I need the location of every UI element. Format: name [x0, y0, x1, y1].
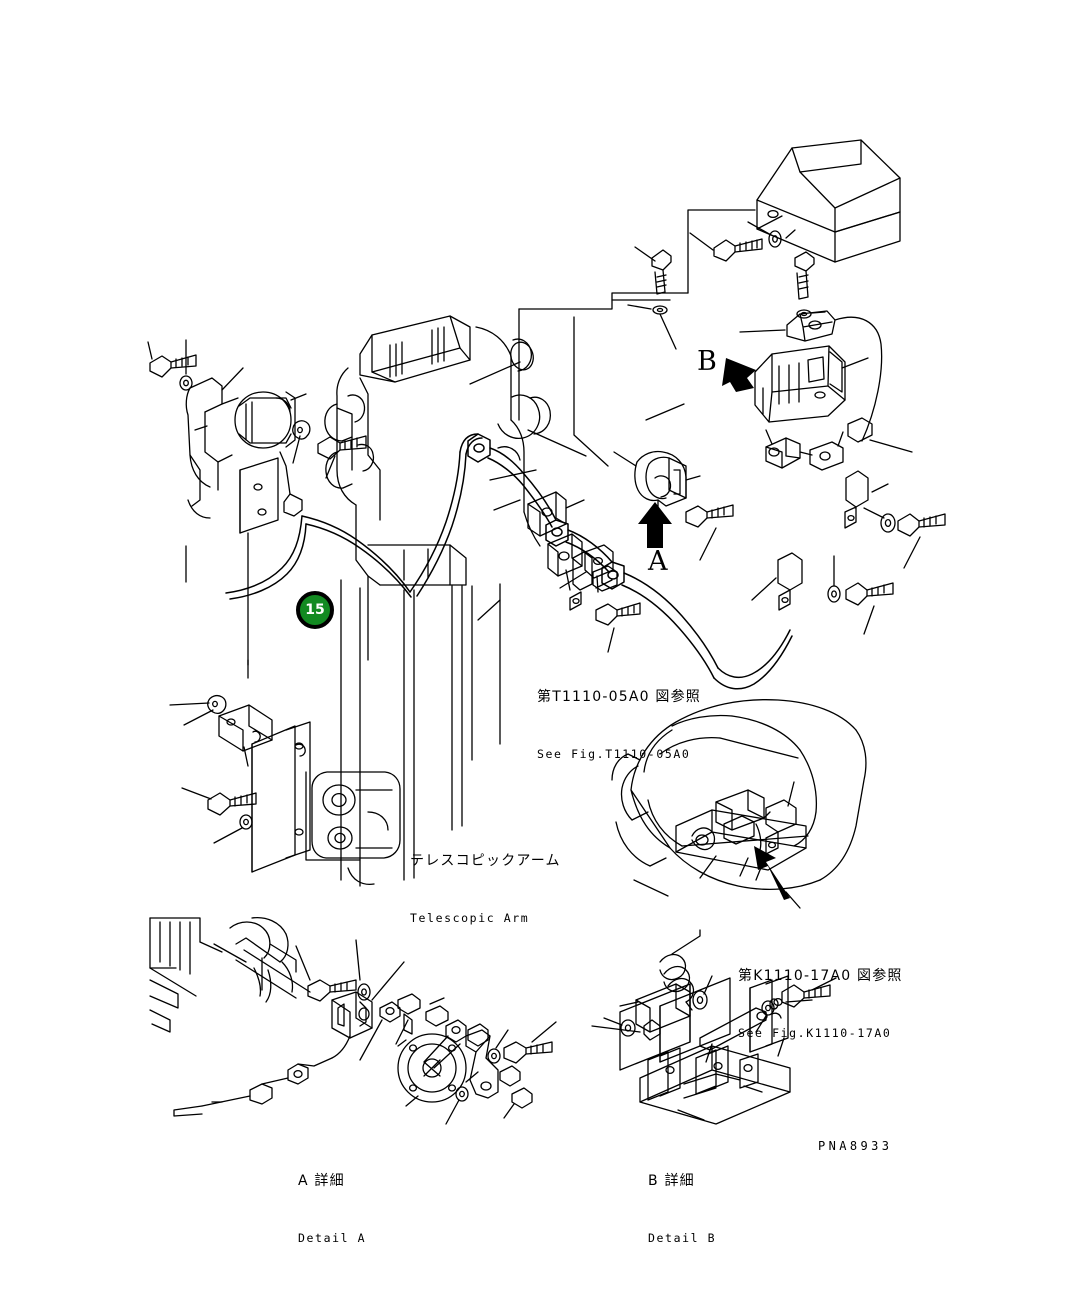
hood-cowl-assembly [611, 699, 867, 897]
label-detail-a: A 詳細 Detail A [298, 1133, 366, 1285]
lower-left-plate-assembly [169, 695, 311, 873]
label-see-fig-t1110: 第T1110-05A0 図参照 See Fig.T1110-05A0 [537, 649, 701, 801]
label-detail-b-jp: B 詳細 [648, 1173, 695, 1189]
cover-box-assembly [756, 139, 901, 263]
label-detail-a-jp: A 詳細 [298, 1173, 345, 1189]
fastener-group-top-right [627, 221, 826, 350]
reference-frame-lines [518, 209, 756, 467]
main-arm-housing [305, 315, 551, 887]
label-telescopic-arm-jp: テレスコピックアーム [410, 853, 561, 869]
section-marker-b: B [697, 346, 717, 377]
label-see-fig-k1110: 第K1110-17A0 図参照 See Fig.K1110-17A0 [738, 928, 903, 1080]
label-see-fig-k1110-en: See Fig.K1110-17A0 [738, 1025, 892, 1040]
detail-b-assembly [591, 929, 837, 1125]
left-bracket-assembly [147, 339, 367, 666]
callout-badge-15[interactable]: 15 [296, 591, 334, 629]
leader-lines [185, 361, 913, 679]
cable-clamp-upper-right [739, 310, 883, 442]
label-detail-a-en: Detail A [298, 1230, 367, 1245]
drawing-number: PNA8933 [818, 1139, 893, 1153]
section-arrow-a [638, 502, 672, 548]
label-detail-b-en: Detail B [648, 1230, 717, 1245]
label-see-fig-t1110-jp: 第T1110-05A0 図参照 [537, 689, 701, 705]
label-telescopic-arm-en: Telescopic Arm [410, 910, 530, 925]
right-cable-clamps [751, 417, 946, 635]
label-see-fig-t1110-en: See Fig.T1110-05A0 [537, 746, 691, 761]
connector-block-b [754, 345, 869, 423]
section-arrow-b [722, 358, 756, 392]
label-detail-b: B 詳細 Detail B [648, 1133, 716, 1285]
detail-a-assembly [149, 916, 557, 1125]
main-cable-harness [225, 433, 793, 690]
valve-bracket-cluster [527, 450, 734, 593]
cowl-pointer-arrow [754, 846, 790, 900]
label-see-fig-k1110-jp: 第K1110-17A0 図参照 [738, 968, 903, 984]
small-bracket-group [569, 551, 641, 653]
label-telescopic-arm: テレスコピックアーム Telescopic Arm [410, 813, 561, 965]
section-marker-a: A [648, 546, 668, 577]
